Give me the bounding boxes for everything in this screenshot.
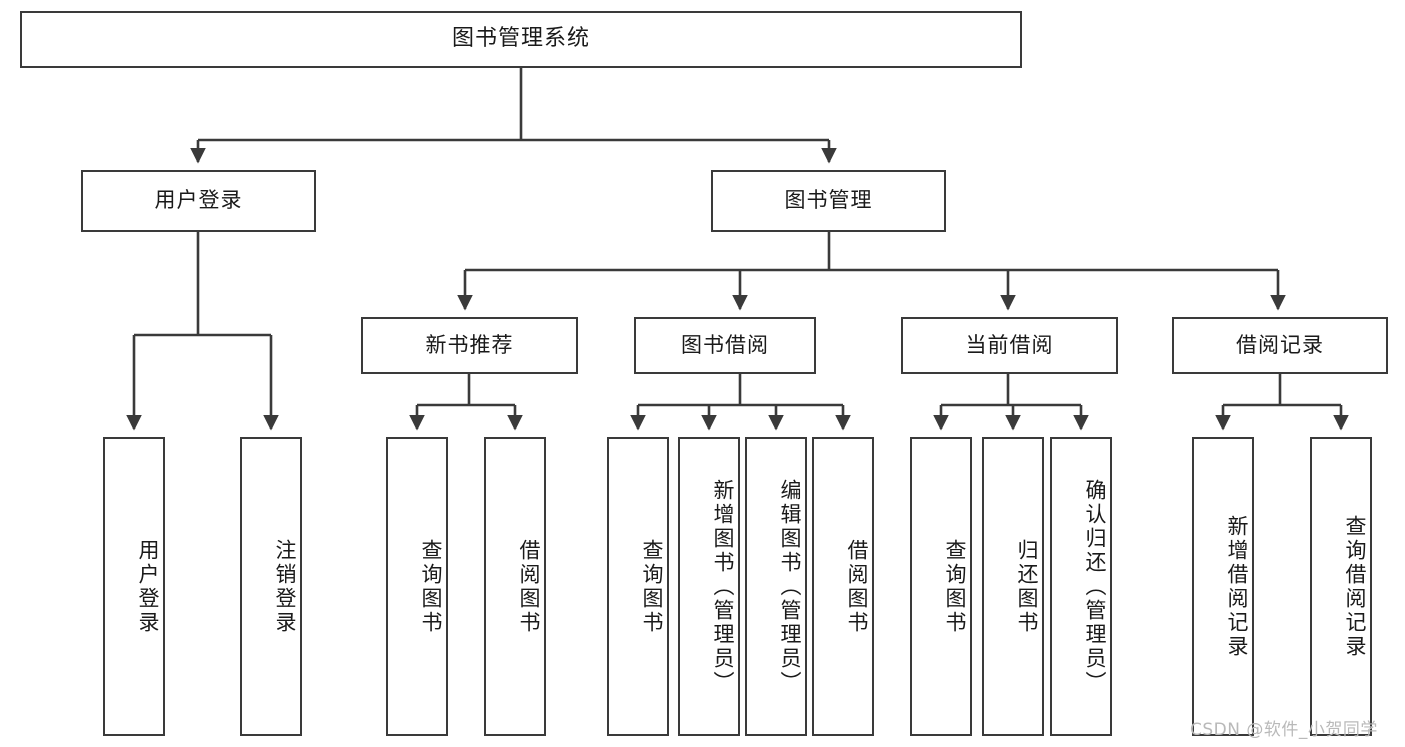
node-leaf-borrow-book-2[interactable]: 借阅图书 [812,437,874,736]
node-leaf-query-book-1[interactable]: 查询图书 [386,437,448,736]
node-leaf-query-book-3[interactable]: 查询图书 [910,437,972,736]
node-leaf-edit-book[interactable]: 编辑图书（管理员） [745,437,807,736]
node-leaf-borrow-book-1[interactable]: 借阅图书 [484,437,546,736]
node-book-borrow[interactable]: 图书借阅 [634,317,816,374]
node-leaf-query-book-2[interactable]: 查询图书 [607,437,669,736]
node-leaf-query-borrow-record[interactable]: 查询借阅记录 [1310,437,1372,736]
node-root[interactable]: 图书管理系统 [20,11,1022,68]
node-leaf-logout-login[interactable]: 注销登录 [240,437,302,736]
node-book-manage[interactable]: 图书管理 [711,170,946,232]
node-leaf-confirm-return[interactable]: 确认归还（管理员） [1050,437,1112,736]
node-leaf-return-book[interactable]: 归还图书 [982,437,1044,736]
node-borrow-record[interactable]: 借阅记录 [1172,317,1388,374]
node-leaf-add-borrow-record[interactable]: 新增借阅记录 [1192,437,1254,736]
node-current-borrow[interactable]: 当前借阅 [901,317,1118,374]
node-new-book-recommend[interactable]: 新书推荐 [361,317,578,374]
node-leaf-user-login[interactable]: 用户登录 [103,437,165,736]
node-user-login[interactable]: 用户登录 [81,170,316,232]
node-leaf-add-book[interactable]: 新增图书（管理员） [678,437,740,736]
csdn-watermark: CSDN @软件_小贺同学 [1190,720,1378,740]
